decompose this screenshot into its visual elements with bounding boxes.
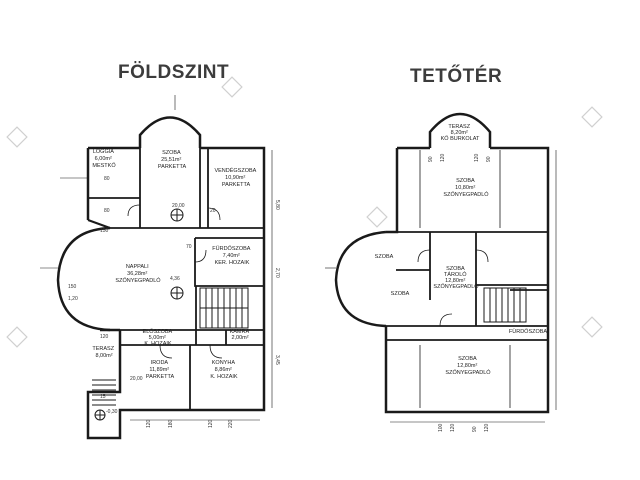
watermark: [6, 76, 603, 348]
room-label-vendegszoba: VENDÉGSZOBA 10,90m² PARKETTA: [214, 167, 257, 188]
dim-label: 90: [428, 156, 434, 162]
dim-label: 120: [100, 334, 109, 340]
dim-label: 180: [168, 419, 174, 428]
ground-stairs: [199, 287, 249, 329]
attic-stairs: [483, 287, 527, 323]
dim-label: 20,00: [172, 203, 185, 209]
room-label-loggia: LOGGIA 6,00m² MESTKŐ: [92, 149, 116, 169]
dim-label: 90: [486, 156, 492, 162]
attic-interior-walls: [386, 231, 548, 341]
room-label-iroda: IRODA 11,89m² PARKETTA: [146, 360, 175, 380]
attic-top-bay: [428, 112, 492, 148]
ground-dimension-lines: [40, 95, 273, 421]
dim-label: -0,30: [106, 409, 118, 415]
room-label-szoba-attic-top: SZOBA 10,80m² SZŐNYEGPADLÓ: [443, 178, 489, 198]
dim-label: 220: [228, 419, 234, 428]
room-label-kamra: KAMRA 2,00m²: [230, 329, 251, 341]
ground-doors: [127, 204, 223, 359]
dim-label: 80: [104, 208, 110, 214]
dim-label: 120: [450, 423, 456, 432]
level-markers: [94, 208, 184, 421]
dim-label: 150: [100, 228, 109, 234]
attic-dimension-labels: 90 120 120 90 100 120 90 120: [428, 153, 492, 432]
dim-label: 2,70: [274, 268, 280, 278]
room-label-szoba: SZOBA 25,51m² PARKETTA: [158, 150, 187, 170]
attic-plan: [325, 112, 557, 423]
room-label-szoba-round-2: SZOBA: [391, 291, 410, 297]
ground-floor-title: FÖLDSZINT: [118, 62, 230, 83]
entrance-steps: [92, 379, 116, 406]
dim-label: 120: [146, 419, 152, 428]
room-label-nappali: NAPPALI 36,28m² SZŐNYEGPADLÓ: [115, 264, 161, 284]
ground-dimension-labels: 80 80 20,00 20 150 70 4,36 5,80 3,45 2,7…: [68, 176, 280, 428]
room-label-szoba-attic-bottom: SZOBA 12,80m² SZŐNYEGPADLÓ: [445, 356, 491, 376]
ground-round-bay: [56, 226, 111, 332]
ground-top-bay: [138, 116, 202, 148]
dim-label: 120: [474, 153, 480, 162]
room-label-terasz: TERASZ 8,00m²: [92, 346, 115, 359]
dim-label: 90: [472, 426, 478, 432]
attic-doors: [417, 249, 489, 327]
room-label-szoba-round-1: SZOBA: [375, 254, 394, 260]
room-label-furdo-attic: FÜRDŐSZOBA: [509, 328, 548, 335]
dim-label: 120: [208, 419, 214, 428]
attic-roof-lines: [419, 150, 511, 408]
room-label-furdoszoba: FÜRDŐSZOBA 7,40m² KER. HOZAIK: [212, 245, 251, 266]
ground-interior-walls: [88, 148, 264, 410]
attic-round-bay: [334, 230, 387, 328]
ground-room-labels: LOGGIA 6,00m² MESTKŐ SZOBA 25,51m² PARKE…: [92, 149, 257, 380]
room-label-terasz-attic: TERASZ 8,20m² KŐ BURKOLAT: [441, 124, 480, 142]
room-label-eloszoba: ELŐSZOBA 5,00m² K. HOZAIK: [143, 328, 174, 347]
dim-label: 4,36: [170, 276, 180, 282]
attic-dimension-lines: [325, 150, 557, 423]
room-label-konyha: KONYHA 8,86m² K. HOZAIK: [210, 360, 238, 380]
attic-floor-title: TETŐTÉR: [410, 66, 503, 87]
dim-label: 20: [210, 208, 216, 214]
dim-label: 120: [484, 423, 490, 432]
dim-label: 70: [186, 244, 192, 250]
ground-outer-wall: [86, 146, 266, 440]
dim-label: 15: [100, 394, 106, 400]
attic-room-labels: TERASZ 8,20m² KŐ BURKOLAT SZOBA 10,80m² …: [375, 124, 548, 376]
dim-label: 5,80: [274, 200, 280, 210]
dim-label: 120: [440, 153, 446, 162]
ground-left-wall: [87, 219, 120, 331]
dim-label: 150: [68, 284, 77, 290]
dim-label: 1,20: [68, 296, 78, 302]
ground-floor-plan: [40, 95, 273, 440]
room-label-szoba-tarolo: SZOBA TÁROLÓ 12,80m² SZŐNYEGPADLÓ: [433, 266, 479, 290]
dim-label: 80: [104, 176, 110, 182]
dim-label: 20,00: [130, 376, 143, 382]
dim-label: 100: [438, 423, 444, 432]
dim-label: 3,45: [274, 355, 280, 365]
